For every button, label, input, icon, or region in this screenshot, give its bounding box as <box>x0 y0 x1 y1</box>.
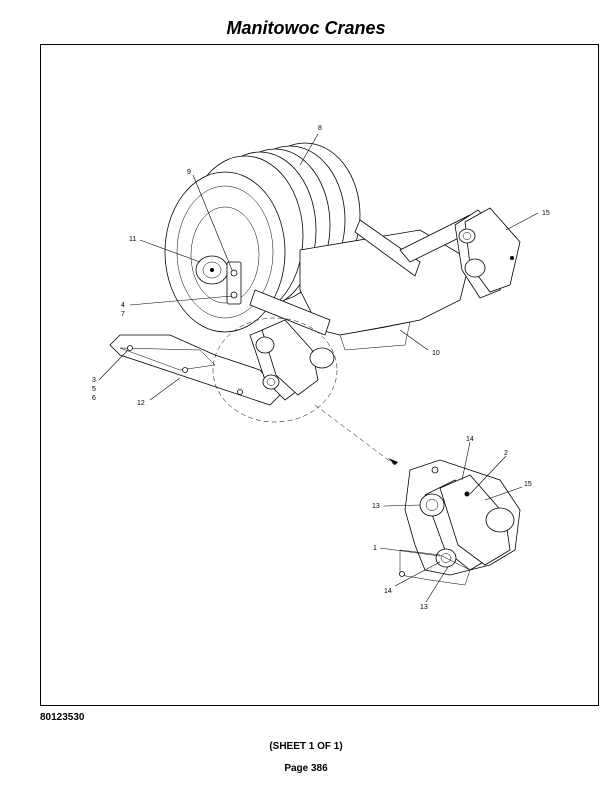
callout-9: 9 <box>187 169 191 176</box>
upper-right-links <box>454 207 521 299</box>
callout-15-detail: 15 <box>524 481 532 488</box>
page-title: Manitowoc Cranes <box>226 18 386 38</box>
document-number: 80123530 <box>40 712 85 723</box>
callout-15: 15 <box>542 210 550 217</box>
callout-14-top: 14 <box>466 436 474 443</box>
left-links <box>249 319 335 401</box>
callout-14-bottom: 14 <box>384 588 392 595</box>
callout-3: 3 <box>92 377 96 384</box>
page-number: Page 386 <box>284 763 328 774</box>
callouts: 8 9 11 4 7 15 10 3 5 6 12 14 2 15 13 1 1… <box>92 125 550 611</box>
detail-view <box>399 459 521 586</box>
leader-lines <box>98 133 539 603</box>
sheet-label: (SHEET 1 OF 1) <box>269 741 343 752</box>
callout-5: 5 <box>92 386 96 393</box>
callout-13-bottom: 13 <box>420 604 428 611</box>
callout-13-left: 13 <box>372 503 380 510</box>
callout-6: 6 <box>92 395 96 402</box>
drawing-frame <box>40 44 599 706</box>
callout-12: 12 <box>137 400 145 407</box>
sheave-shaft <box>195 255 229 285</box>
retainer-plate <box>226 261 242 305</box>
callout-4: 4 <box>121 302 125 309</box>
callout-11: 11 <box>129 236 136 243</box>
callout-8: 8 <box>318 125 322 132</box>
callout-10: 10 <box>432 350 440 357</box>
callout-7: 7 <box>121 311 125 318</box>
callout-1: 1 <box>373 545 377 552</box>
callout-2: 2 <box>504 450 508 457</box>
